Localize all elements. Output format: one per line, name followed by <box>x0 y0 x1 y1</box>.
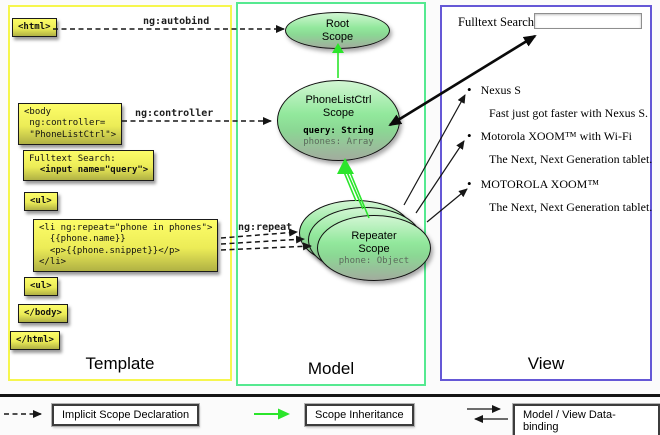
view-item-3-desc: The Next, Next Generation tablet. <box>489 200 653 214</box>
root-scope-title: Root <box>325 17 350 30</box>
bullet-icon: • <box>467 176 472 191</box>
label-ng-repeat: ng:repeat <box>238 222 293 233</box>
phonelistctrl-scope-ellipse: PhoneListCtrl Scope query: String phones… <box>277 80 400 161</box>
label-ng-controller: ng:controller <box>135 108 214 119</box>
view-item-3-name: MOTOROLA XOOM™ <box>480 177 600 191</box>
fulltext-input-line: <input name="query"> <box>29 165 149 176</box>
view-search-label: Fulltext Search: <box>458 15 538 29</box>
view-item-1-desc: Fast just got faster with Nexus S. <box>489 106 648 120</box>
view-item-2-name: Motorola XOOM™ with Wi-Fi <box>480 129 632 143</box>
phonelistctrl-prop-query: query: String <box>303 126 374 137</box>
phonelistctrl-prop-phones: phones: Array <box>303 137 374 148</box>
repeater-scope-ellipse-front: Repeater Scope phone: Object <box>317 215 431 281</box>
bullet-icon: • <box>467 128 472 143</box>
legend-scope-inheritance: Scope Inheritance <box>305 404 414 426</box>
code-box-body-open: <body ng:controller= "PhoneListCtrl"> <box>18 103 123 145</box>
phonelistctrl-title: PhoneListCtrl <box>305 93 372 106</box>
repeater-subtitle: Scope <box>358 242 390 255</box>
legend-implicit-scope-declaration: Implicit Scope Declaration <box>52 404 200 426</box>
view-item-3-name-row: • MOTOROLA XOOM™ <box>467 177 599 192</box>
model-panel-label: Model <box>307 359 355 378</box>
bullet-icon: • <box>467 82 472 97</box>
code-box-html-close: </html> <box>10 331 60 351</box>
legend-separator-line <box>0 394 660 397</box>
view-item-1-name-row: • Nexus S <box>467 83 521 98</box>
root-scope-ellipse: Root Scope <box>285 12 390 49</box>
code-box-ul-close: <ul> <box>24 277 58 297</box>
fulltext-label-line: Fulltext Search: <box>29 154 116 164</box>
view-panel-label: View <box>527 354 565 373</box>
phonelistctrl-subtitle: Scope <box>322 106 355 119</box>
root-scope-subtitle: Scope <box>321 30 354 43</box>
view-item-2-name-row: • Motorola XOOM™ with Wi-Fi <box>467 129 632 144</box>
template-panel-label: Template <box>85 354 155 373</box>
view-search-input[interactable] <box>534 13 642 29</box>
view-item-2-desc: The Next, Next Generation tablet. <box>489 152 653 166</box>
model-panel: Model <box>236 2 426 386</box>
code-box-li-repeat: <li ng:repeat="phone in phones"> {{phone… <box>33 219 219 272</box>
code-box-ul-open: <ul> <box>24 192 58 212</box>
code-box-fulltext: Fulltext Search: <input name="query"> <box>23 150 155 181</box>
repeater-prop-phone: phone: Object <box>338 256 410 267</box>
view-panel: View <box>440 5 652 381</box>
code-box-body-close: </body> <box>18 304 68 324</box>
legend-model-view-data-binding: Model / View Data-binding <box>513 404 660 435</box>
legend-double-arrow <box>467 405 508 423</box>
code-box-html-open: <html> <box>12 18 57 38</box>
repeater-title: Repeater <box>351 229 397 242</box>
view-item-1-name: Nexus S <box>480 83 521 97</box>
label-ng-autobind: ng:autobind <box>143 16 210 27</box>
